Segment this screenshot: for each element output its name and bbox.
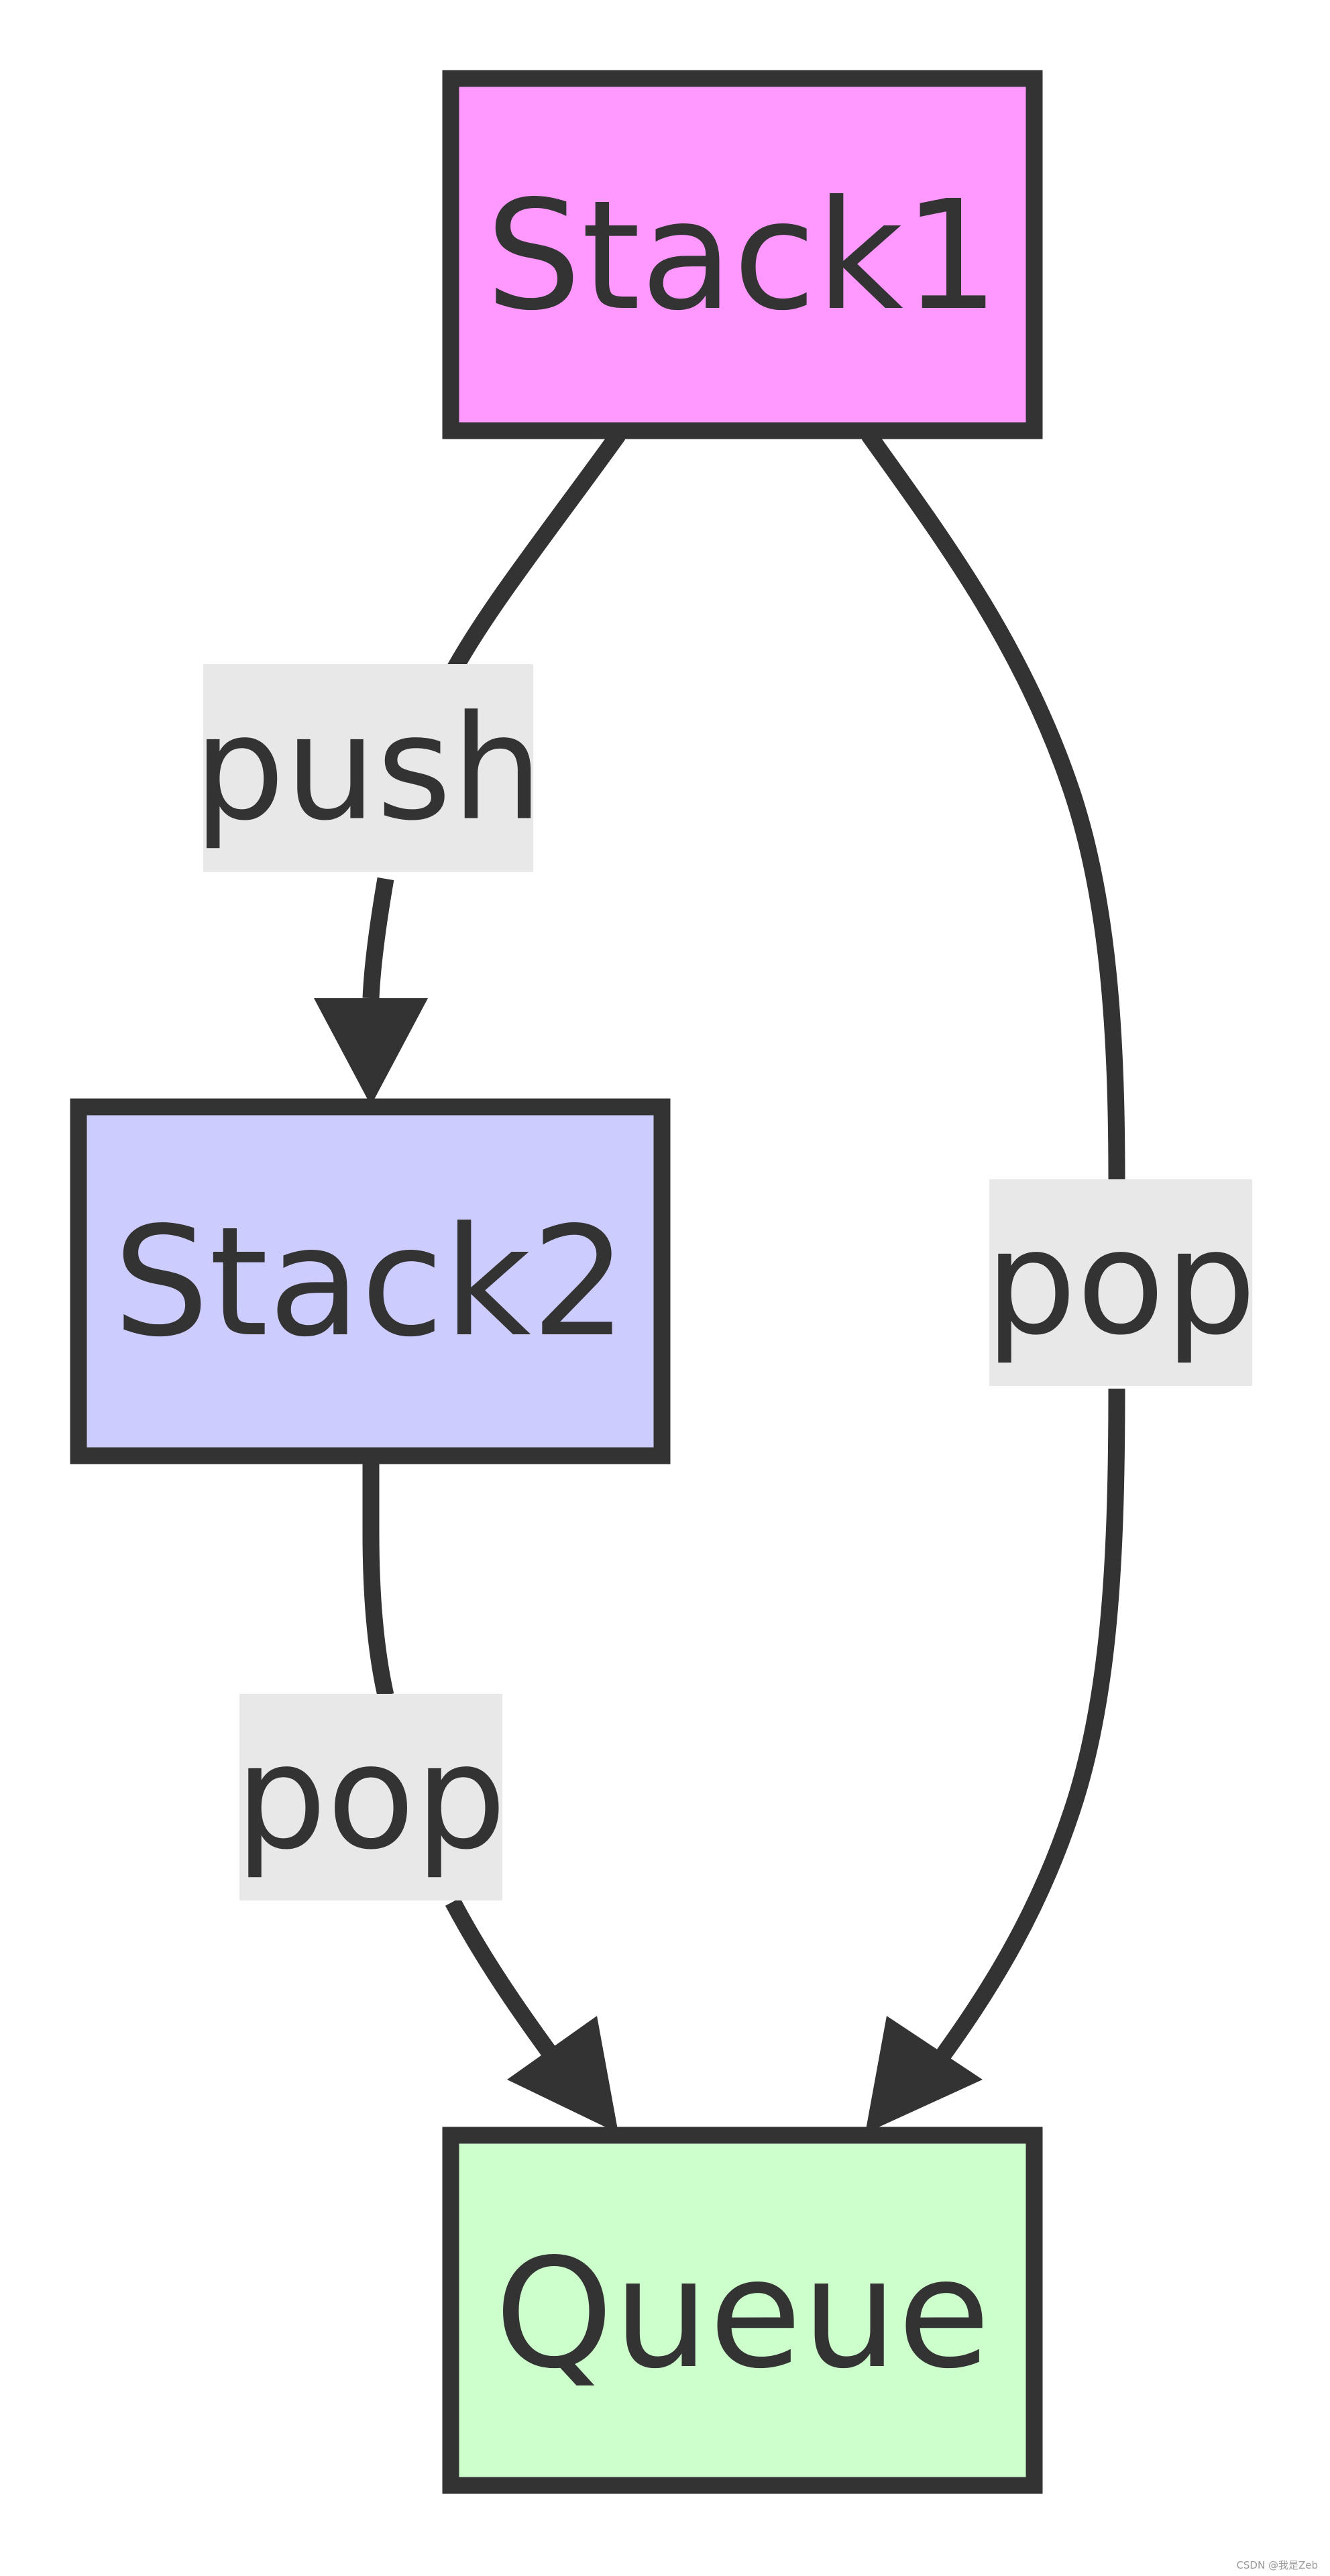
- edge-stack2-to-queue: [362, 1460, 618, 2133]
- arrowhead-push: [314, 998, 428, 1106]
- node-stack2-label: Stack2: [113, 1195, 627, 1371]
- node-queue-label: Queue: [494, 2226, 990, 2402]
- node-stack2-box: [70, 1098, 671, 1464]
- edge-stack1-to-queue: [861, 429, 1125, 2133]
- edge-label-pop-right-background: [989, 1179, 1252, 1386]
- node-stack2[interactable]: Stack2: [70, 1098, 671, 1464]
- edge-stack1-to-stack2: [314, 429, 626, 1106]
- arrowhead-pop-left: [507, 2016, 618, 2133]
- node-stack1[interactable]: Stack1: [442, 70, 1043, 439]
- edge-line-push: [362, 429, 626, 999]
- edge-label-push: push: [193, 664, 543, 872]
- edge-label-pop-left-text: pop: [235, 1713, 507, 1882]
- node-queue-box: [442, 2127, 1043, 2494]
- arrowhead-pop-right: [865, 2016, 983, 2133]
- node-queue[interactable]: Queue: [442, 2127, 1043, 2494]
- edge-label-pop-right-text: pop: [985, 1199, 1257, 1367]
- edge-line-pop-right: [861, 429, 1125, 2066]
- watermark-text: CSDN @我是Zeb: [1236, 2559, 1318, 2571]
- edge-line-pop-left: [362, 1460, 571, 2077]
- edge-label-pop-left-background: [239, 1694, 502, 1900]
- edge-label-pop-right: pop: [985, 1179, 1257, 1386]
- node-stack1-box: [442, 70, 1043, 439]
- node-stack1-label: Stack1: [486, 168, 999, 344]
- edge-label-push-text: push: [193, 684, 543, 853]
- edge-label-push-background: [203, 664, 533, 872]
- edge-label-pop-left: pop: [235, 1694, 507, 1900]
